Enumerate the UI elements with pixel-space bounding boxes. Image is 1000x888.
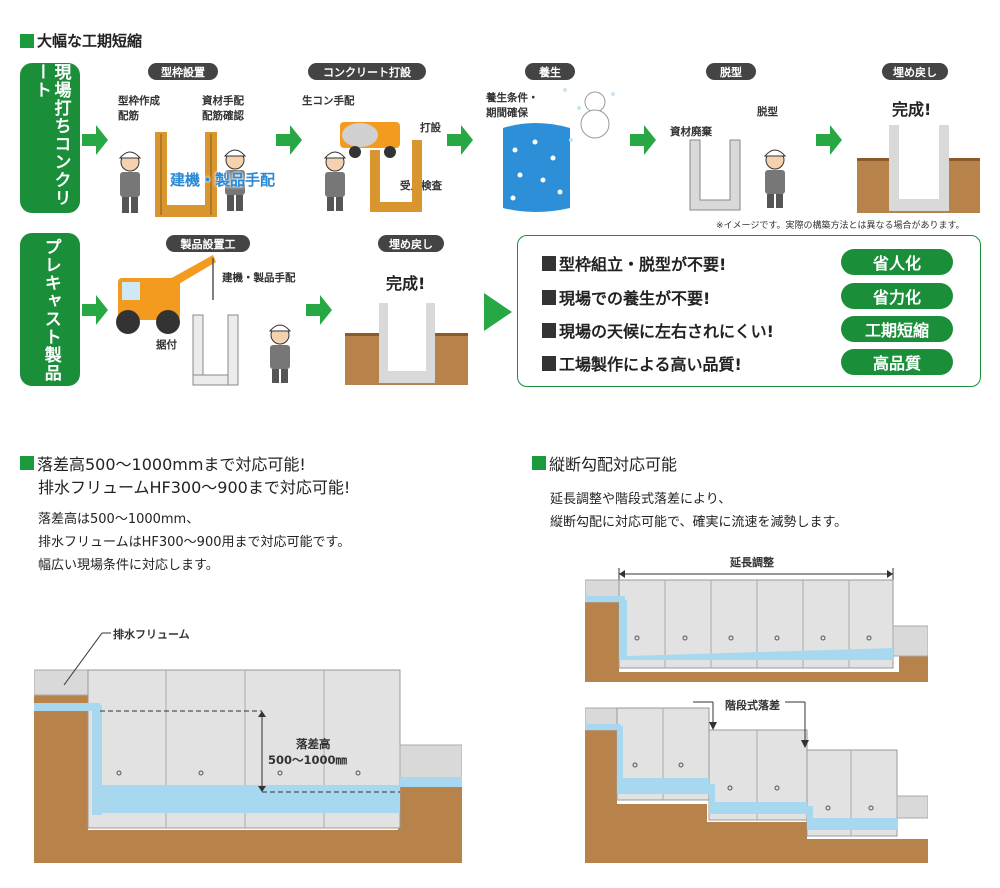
note: 型枠作成 <box>118 95 160 107</box>
label-cast-in-place: 現場打ちコンクリート <box>20 63 80 213</box>
benefit-item: 工場製作による高い品質! <box>542 351 742 375</box>
formwork-illustration <box>118 132 247 217</box>
label-drop-range: 500〜1000㎜ <box>268 753 348 767</box>
tag-schedule: 工期短縮 <box>841 316 953 342</box>
backfill-illustration <box>857 125 980 213</box>
note: 打設 <box>420 122 441 134</box>
drop-diagram <box>34 632 462 863</box>
overlay-equipment-text: 建機・製品手配 <box>170 171 276 189</box>
tag-labor-saving: 省人化 <box>841 249 953 275</box>
drop-body-1: 落差高は500〜1000mm、 <box>38 512 200 527</box>
done-text: 完成! <box>892 100 932 119</box>
benefits-box <box>517 235 981 387</box>
note: 資材廃棄 <box>670 126 712 138</box>
step-title: 脱型 <box>706 63 756 80</box>
drop-title: 落差高500〜1000mmまで対応可能! <box>20 451 306 475</box>
label-drop-height: 落差高 <box>296 737 331 751</box>
arrow-icon <box>630 125 656 155</box>
bullet-square-icon <box>20 456 34 470</box>
bullet-square-icon <box>542 255 556 271</box>
drop-title-2: 排水フリュームHF300〜900まで対応可能! <box>38 478 351 497</box>
label-length-adjust: 延長調整 <box>730 556 774 569</box>
benefit-item: 型枠組立・脱型が不要! <box>542 251 726 275</box>
note: 資材手配 <box>202 95 244 107</box>
slope-body-1: 延長調整や階段式落差により、 <box>550 492 732 507</box>
note: 据付 <box>156 339 177 351</box>
note: 建機・製品手配 <box>222 272 296 284</box>
bullet-square-icon <box>542 355 556 371</box>
label-flume: 排水フリューム <box>113 628 190 641</box>
demold-illustration <box>689 139 787 211</box>
bullet-square-icon <box>542 322 556 338</box>
step-title: 型枠設置 <box>148 63 218 80</box>
note: 養生条件・ <box>486 92 539 104</box>
arrow-icon <box>447 125 473 155</box>
slope-body-2: 縦断勾配に対応可能で、確実に流速を減勢します。 <box>550 515 848 530</box>
label-precast: プレキャスト製品 <box>20 233 80 386</box>
benefit-item: 現場の天候に左右されにくい! <box>542 318 774 342</box>
step-title: 製品設置工 <box>166 235 250 252</box>
crane-illustration <box>116 255 292 386</box>
bullet-square-icon <box>20 33 34 48</box>
note: 期間確保 <box>486 107 528 119</box>
note: 脱型 <box>757 106 778 118</box>
note: 生コン手配 <box>302 95 355 107</box>
arrow-icon <box>306 295 332 325</box>
slope-diagram <box>585 568 928 863</box>
arrow-icon <box>484 293 512 331</box>
step-title: 埋め戻し <box>882 63 948 80</box>
section-title-main: 大幅な工期短縮 <box>20 30 142 51</box>
curing-illustration <box>503 88 615 212</box>
drop-body-2: 排水フリュームはHF300〜900用まで対応可能です。 <box>38 535 351 550</box>
bullet-square-icon <box>532 456 546 470</box>
step-title: 養生 <box>525 63 575 80</box>
footnote: ※イメージです。実際の構築方法とは異なる場合があります。 <box>716 221 965 231</box>
concrete-pour-illustration <box>323 122 422 212</box>
step-title: 埋め戻し <box>378 235 444 252</box>
bullet-square-icon <box>542 289 556 305</box>
done-text: 完成! <box>386 274 426 293</box>
precast-backfill-illustration <box>345 303 468 385</box>
label-stepped-drop: 階段式落差 <box>725 699 780 712</box>
tag-quality: 高品質 <box>841 349 953 375</box>
arrow-icon <box>82 295 108 325</box>
note: 配筋確認 <box>202 110 244 122</box>
arrow-icon <box>816 125 842 155</box>
note: 配筋 <box>118 110 139 122</box>
arrow-icon <box>276 125 302 155</box>
benefit-item: 現場での養生が不要! <box>542 285 710 309</box>
arrow-icon <box>82 125 108 155</box>
drop-body-3: 幅広い現場条件に対応します。 <box>38 558 219 573</box>
step-title: コンクリート打設 <box>308 63 426 80</box>
tag-effort-saving: 省力化 <box>841 283 953 309</box>
slope-title: 縦断勾配対応可能 <box>532 451 677 475</box>
